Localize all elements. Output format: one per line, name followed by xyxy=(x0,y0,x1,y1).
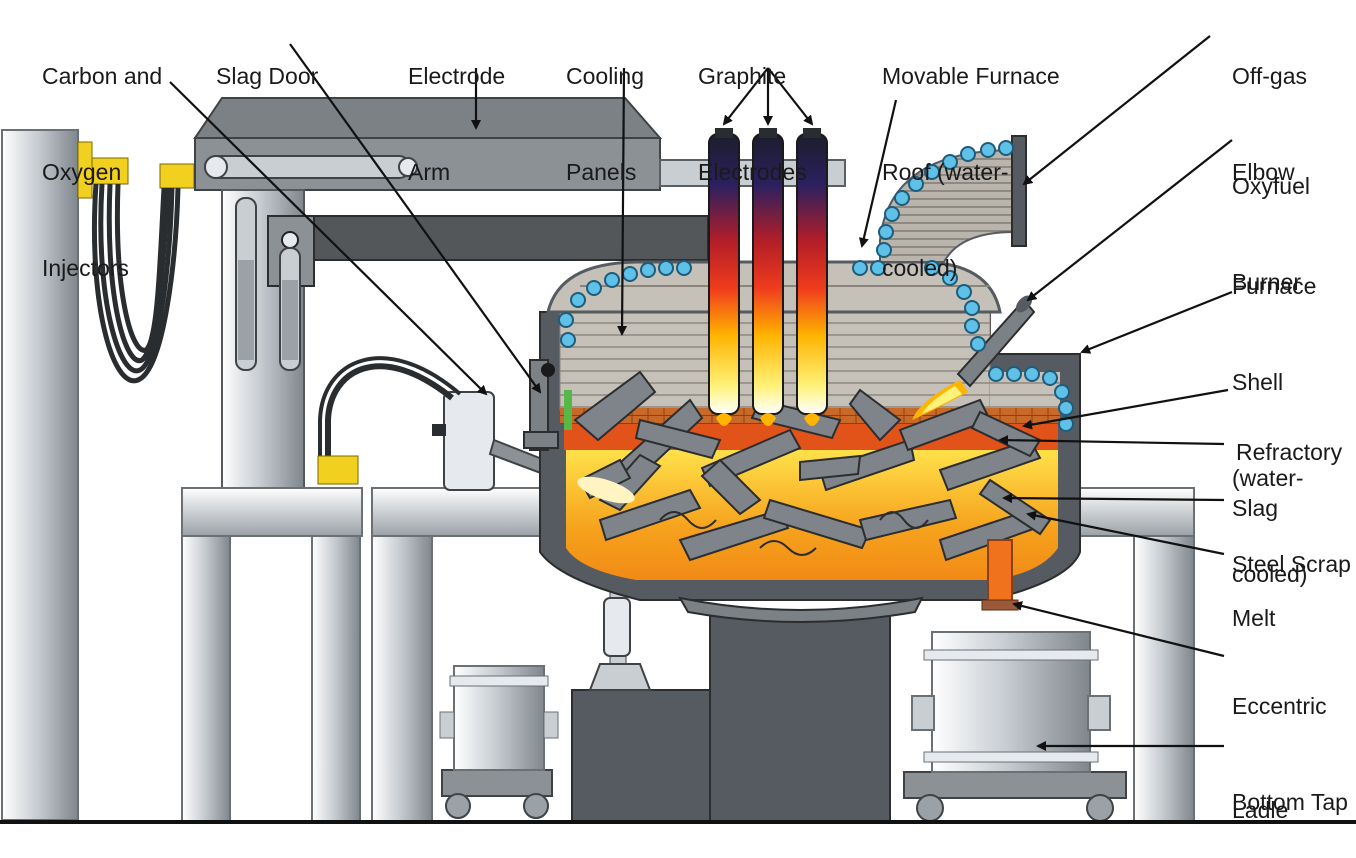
furnace-illustration xyxy=(0,35,1356,824)
label-refractory: Refractory xyxy=(1236,439,1343,465)
small-ladle-cart xyxy=(439,665,559,819)
label-furnace-shell: Furnace Shell (water- cooled) xyxy=(1232,273,1317,587)
power-cables xyxy=(91,183,181,384)
oxyfuel-burner xyxy=(956,298,1036,388)
graphite-electrodes xyxy=(708,128,828,415)
label-melt: Melt xyxy=(1232,605,1276,631)
label-eccentric-bottom-tap: Eccentric Bottom Tap xyxy=(1232,693,1348,815)
label-carbon-oxygen-injectors: Carbon and Oxygen Injectors xyxy=(42,63,163,281)
label-cooling-panels: Cooling Panels xyxy=(566,63,644,185)
injector-lance xyxy=(443,391,495,491)
ladle xyxy=(903,631,1127,822)
cable-clamp xyxy=(91,157,129,185)
label-electrode-arm: Electrode Arm xyxy=(408,63,506,185)
label-slag: Slag xyxy=(1232,495,1279,521)
eaf-diagram: Carbon and Oxygen Injectors Slag Door El… xyxy=(0,35,1356,824)
label-oxyfuel-burner: Oxyfuel Burner xyxy=(1232,173,1310,295)
eccentric-bottom-tap xyxy=(987,539,1013,603)
label-movable-furnace-roof: Movable Furnace Roof (water- cooled) xyxy=(882,63,1060,281)
leader-lines xyxy=(169,35,1233,751)
label-slag-door: Slag Door xyxy=(216,63,319,89)
label-off-gas-elbow: Off-gas Elbow xyxy=(1232,63,1307,185)
steel-scrap xyxy=(573,370,1052,562)
water-cooling-beads xyxy=(558,140,1074,432)
label-steel-scrap: Steel Scrap xyxy=(1232,551,1351,577)
label-graphite-electrodes: Graphite Electrodes xyxy=(698,63,807,185)
mast-column xyxy=(1,129,79,821)
label-ladle: Ladle xyxy=(1232,797,1289,823)
